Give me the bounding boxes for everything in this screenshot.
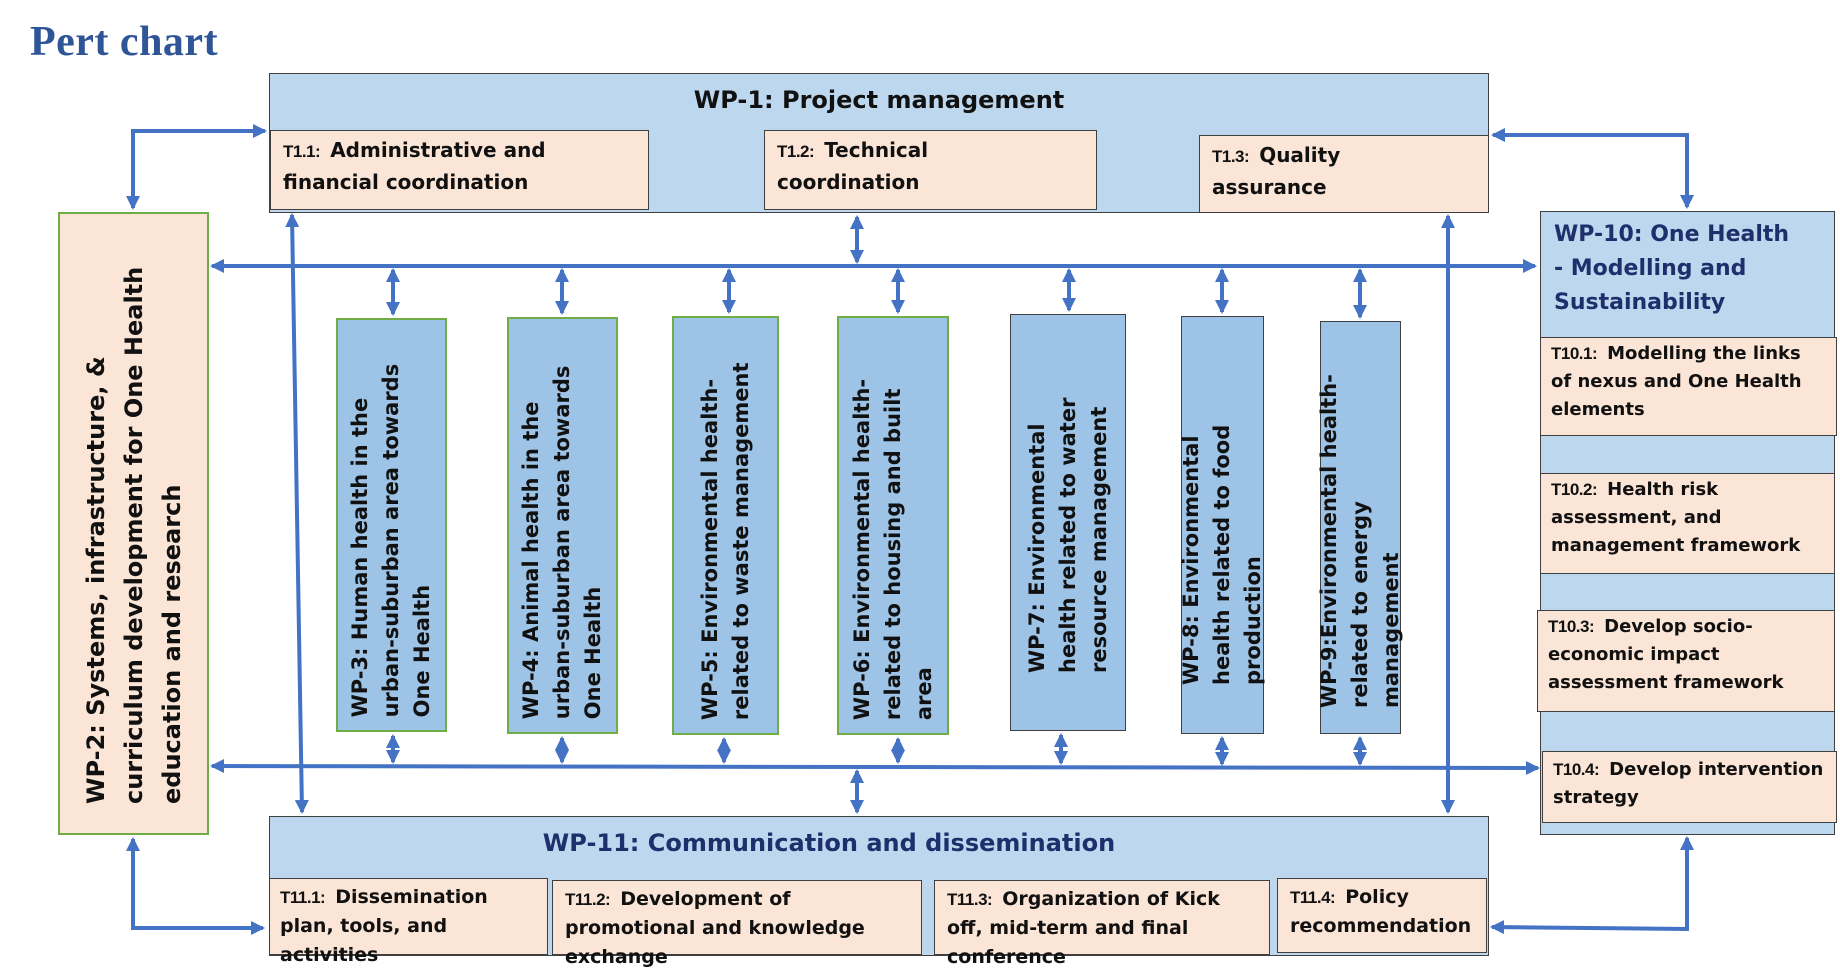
task-id: T1.3: xyxy=(1212,147,1250,166)
task-id: T10.1: xyxy=(1551,344,1598,363)
task-t10-4[interactable]: T10.4:Develop intervention strategy xyxy=(1542,751,1837,823)
wp10-title: WP-10: One Health - Modelling and Sustai… xyxy=(1554,222,1790,315)
wp9-box[interactable]: WP-9:Environmental health-related to ene… xyxy=(1317,321,1403,734)
wp2-title: WP-2: Systems, infrastructure, & curricu… xyxy=(81,266,186,804)
wp5-title: WP-5: Environmental health-related to wa… xyxy=(697,362,753,721)
task-label: Administrative and financial coordinatio… xyxy=(283,138,546,194)
wp1-title: WP-1: Project management xyxy=(693,86,1065,114)
connector-left-vertical xyxy=(285,213,309,814)
task-id: T10.3: xyxy=(1548,617,1595,636)
task-id: T10.2: xyxy=(1551,480,1598,499)
bottom-bus-line xyxy=(210,759,1540,775)
task-id: T11.3: xyxy=(947,890,993,909)
task-t1-2[interactable]: T1.2:Technical coordination xyxy=(764,130,1097,210)
wp2-box[interactable]: WP-2: Systems, infrastructure, & curricu… xyxy=(58,212,209,835)
task-id: T11.2: xyxy=(565,890,611,909)
connector-wp1-wp10 xyxy=(1491,128,1694,209)
wp7-title: WP-7: Environmental health related to wa… xyxy=(1024,397,1111,673)
page-title: Pert chart xyxy=(30,19,219,65)
task-id: T1.1: xyxy=(283,142,321,161)
connector-wp2-wp11 xyxy=(126,837,265,935)
wp5-box[interactable]: WP-5: Environmental health-related to wa… xyxy=(672,316,779,735)
wp3-box[interactable]: WP-3: Human health in the urban-suburban… xyxy=(336,318,447,732)
task-label: Technical coordination xyxy=(777,138,929,194)
wp8-title: WP-8: Environmental health related to fo… xyxy=(1179,424,1265,685)
task-t1-1[interactable]: T1.1:Administrative and financial coordi… xyxy=(270,130,649,210)
task-label: Quality assurance xyxy=(1212,143,1341,199)
wp6-box[interactable]: WP-6: Environmental health-related to ho… xyxy=(837,316,949,735)
wp4-box[interactable]: WP-4: Animal health in the urban-suburba… xyxy=(507,317,618,734)
task-label: Modelling the links of nexus and One Hea… xyxy=(1551,343,1802,420)
task-t11-4[interactable]: T11.4:Policy recommendation xyxy=(1277,878,1487,953)
task-t10-1[interactable]: T10.1:Modelling the links of nexus and O… xyxy=(1540,337,1837,436)
task-label: Develop intervention strategy xyxy=(1553,759,1824,808)
task-t11-1[interactable]: T11.1:Dissemination plan, tools, and act… xyxy=(269,878,548,966)
task-t10-2[interactable]: T10.2:Health risk assessment, and manage… xyxy=(1540,473,1835,574)
task-t1-3[interactable]: T1.3:Quality assurance xyxy=(1199,135,1489,213)
task-id: T11.1: xyxy=(280,888,326,907)
task-t11-2[interactable]: T11.2:Development of promotional and kno… xyxy=(552,880,922,968)
wp6-title: WP-6: Environmental health-related to ho… xyxy=(849,379,936,721)
wp11-title: WP-11: Communication and dissemination xyxy=(542,829,1116,857)
wp7-box[interactable]: WP-7: Environmental health related to wa… xyxy=(1010,314,1126,731)
wp3-title: WP-3: Human health in the urban-suburban… xyxy=(348,364,434,718)
wp4-title: WP-4: Animal health in the urban-suburba… xyxy=(519,366,605,720)
wp9-title: WP-9:Environmental health-related to ene… xyxy=(1317,373,1403,708)
task-label: Develop socio-economic impact assessment… xyxy=(1548,616,1784,693)
wp8-box[interactable]: WP-8: Environmental health related to fo… xyxy=(1179,316,1265,734)
task-t10-3[interactable]: T10.3:Develop socio-economic impact asse… xyxy=(1537,610,1835,712)
task-id: T10.4: xyxy=(1553,760,1600,779)
task-id: T1.2: xyxy=(777,142,815,161)
task-t11-3[interactable]: T11.3:Organization of Kick off, mid-term… xyxy=(934,880,1270,968)
connector-wp11-wp10 xyxy=(1490,836,1694,935)
task-label: Health risk assessment, and management f… xyxy=(1551,479,1801,556)
task-label: Policy recommendation xyxy=(1290,886,1472,937)
connector-wp2-wp1 xyxy=(126,124,267,210)
task-id: T11.4: xyxy=(1290,888,1336,907)
